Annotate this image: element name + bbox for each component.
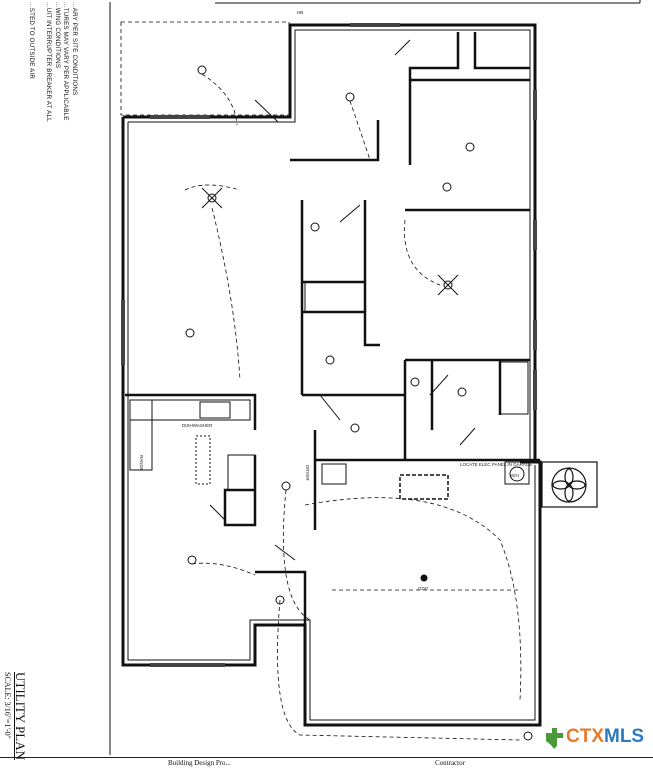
light-fixtures: [185, 65, 533, 741]
note: ...WING CONDITIONS: [54, 2, 61, 69]
kitchen-counters: [129, 281, 530, 500]
gdo-icon: [420, 574, 428, 582]
porch-outline: [120, 21, 290, 116]
note: ...UIT INTERRUPTER BREAKER AT ALL: [45, 2, 53, 122]
exterior-walls: [121, 23, 542, 727]
gdo-label: GDO: [418, 586, 429, 591]
hose-bib-label: HB: [297, 10, 303, 15]
garage-workbench: [399, 474, 449, 500]
note: ...TURES MAY VARY PER APPLICABLE: [62, 2, 70, 121]
dishwasher-label: DISHWASHER: [182, 423, 213, 428]
ac-condenser-unit: [541, 461, 598, 508]
ceiling-fans: [201, 187, 459, 296]
ctxmls-texas-icon: [546, 728, 563, 749]
door-swings: [209, 39, 476, 561]
note: ...ARY PER SITE CONDITIONS: [71, 2, 78, 96]
windows: [121, 23, 537, 667]
interior-walls: [125, 32, 540, 625]
general-notes: ...ARY PER SITE CONDITIONS ...TURES MAY …: [27, 2, 79, 122]
plan-title: UTILITY PLAN SCALE: 3/16"=1'-0": [3, 672, 28, 760]
designer-field: Building Design Pro...: [168, 759, 231, 767]
exterior-walls-inner: [127, 29, 536, 721]
wiring-runs: [184, 73, 522, 741]
panel-label: LOCATE ELEC PANEL IN GARAGE: [460, 462, 532, 467]
water-heater-label: W/H: [510, 473, 519, 478]
note: [36, 2, 45, 122]
title-block: Building Design Pro... Contractor: [0, 757, 653, 769]
dryer-label: DRYER: [305, 465, 310, 481]
range-label: RANGE: [139, 455, 144, 471]
note: ...STED TO OUTSIDE AIR: [28, 2, 36, 80]
plan-title-text: UTILITY PLAN: [13, 672, 28, 760]
plan-scale: SCALE: 3/16"=1'-0": [3, 672, 12, 739]
logo-mls: MLS: [604, 726, 645, 747]
logo-ctx: CTX: [566, 726, 604, 747]
contractor-field: Contractor: [435, 759, 465, 767]
